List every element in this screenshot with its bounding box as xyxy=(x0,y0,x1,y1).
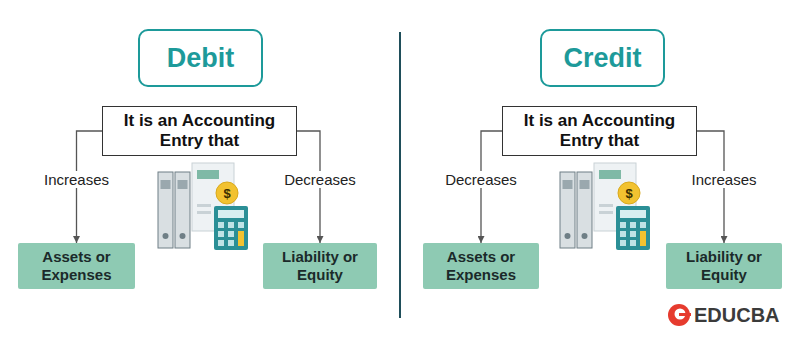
node-text: Liability or Equity xyxy=(269,248,371,284)
logo-icon xyxy=(668,304,691,326)
account-box: Assets or Expenses xyxy=(18,243,135,289)
currency-symbol: $ xyxy=(625,186,632,201)
edge-label: Increases xyxy=(41,171,112,188)
account-box: Liability or Equity xyxy=(666,243,782,289)
entry-box: It is an Accounting Entry that xyxy=(102,106,297,156)
title-box: Credit xyxy=(540,29,665,87)
node-text: Liability or Equity xyxy=(672,248,776,284)
entry-box: It is an Accounting Entry that xyxy=(502,106,697,156)
title-box: Debit xyxy=(138,29,263,87)
ledger-illustration xyxy=(560,163,650,250)
edge-label: Decreases xyxy=(442,171,520,188)
ledger-illustration xyxy=(158,163,248,250)
node-text: Assets or Expenses xyxy=(24,248,129,284)
edge-label: Increases xyxy=(688,171,759,188)
node-text: It is an Accounting Entry that xyxy=(509,111,690,151)
node-text: Assets or Expenses xyxy=(429,248,533,284)
divider-line xyxy=(399,32,401,318)
edge-label: Decreases xyxy=(281,171,359,188)
account-box: Assets or Expenses xyxy=(423,243,539,289)
account-box: Liability or Equity xyxy=(263,243,377,289)
node-text: It is an Accounting Entry that xyxy=(109,111,290,151)
node-text: Credit xyxy=(563,43,641,74)
node-text: Debit xyxy=(167,43,235,74)
currency-symbol: $ xyxy=(223,186,230,201)
watermark: EDUCBA xyxy=(694,304,780,327)
